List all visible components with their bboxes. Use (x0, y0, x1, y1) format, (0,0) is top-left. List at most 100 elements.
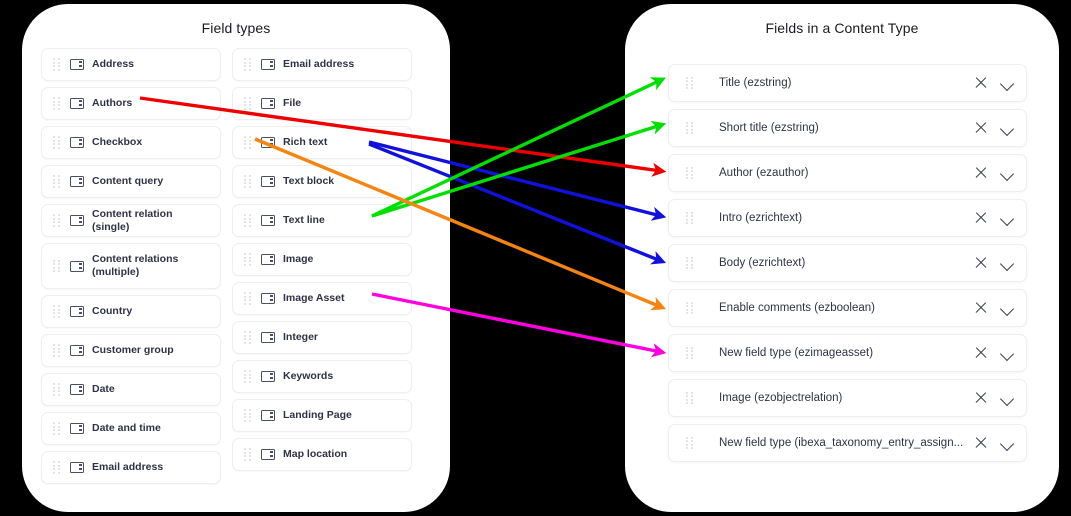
field-type-icon (261, 215, 275, 226)
chevron-down-icon[interactable] (1000, 76, 1014, 90)
drag-handle-icon[interactable] (53, 58, 61, 71)
close-icon[interactable] (974, 256, 988, 270)
chevron-down-icon[interactable] (1000, 256, 1014, 270)
field-type-icon (70, 260, 84, 272)
drag-handle-icon[interactable] (53, 259, 61, 273)
chevron-down-icon[interactable] (1000, 301, 1014, 315)
field-type-row[interactable]: Date and time (41, 412, 221, 445)
field-type-icon (261, 332, 275, 343)
drag-handle-icon[interactable] (686, 256, 694, 270)
drag-handle-icon[interactable] (686, 346, 694, 360)
drag-handle-icon[interactable] (53, 214, 61, 227)
field-type-row[interactable]: Email address (232, 48, 412, 81)
field-type-icon (261, 410, 275, 421)
content-type-field-row[interactable]: Body (ezrichtext) (668, 244, 1027, 282)
content-type-field-actions (974, 121, 1014, 135)
field-type-row[interactable]: Checkbox (41, 126, 221, 159)
field-type-row[interactable]: Email address (41, 451, 221, 484)
close-icon[interactable] (974, 121, 988, 135)
field-type-row[interactable]: Rich text (232, 126, 412, 159)
content-type-field-label: New field type (ibexa_taxonomy_entry_ass… (719, 437, 964, 449)
close-icon[interactable] (974, 301, 988, 315)
field-type-icon (261, 59, 275, 70)
content-type-field-label: Author (ezauthor) (719, 167, 809, 179)
field-type-row[interactable]: Image Asset (232, 282, 412, 315)
drag-handle-icon[interactable] (686, 166, 694, 180)
drag-handle-icon[interactable] (244, 370, 252, 383)
field-type-label: File (283, 97, 302, 109)
drag-handle-icon[interactable] (244, 448, 252, 461)
chevron-down-icon[interactable] (1000, 121, 1014, 135)
close-icon[interactable] (974, 391, 988, 405)
drag-handle-icon[interactable] (53, 175, 61, 188)
drag-handle-icon[interactable] (53, 97, 61, 110)
chevron-down-icon[interactable] (1000, 211, 1014, 225)
drag-handle-icon[interactable] (244, 97, 252, 110)
close-icon[interactable] (974, 166, 988, 180)
close-icon[interactable] (974, 211, 988, 225)
content-type-field-label: Intro (ezrichtext) (719, 212, 803, 224)
content-type-field-row[interactable]: Intro (ezrichtext) (668, 199, 1027, 237)
field-type-label: Email address (283, 58, 355, 70)
content-type-field-row[interactable]: New field type (ibexa_taxonomy_entry_ass… (668, 424, 1027, 462)
field-type-icon (70, 59, 84, 70)
chevron-down-icon[interactable] (1000, 346, 1014, 360)
field-type-row[interactable]: File (232, 87, 412, 120)
chevron-down-icon[interactable] (1000, 436, 1014, 450)
field-type-row[interactable]: Content relations (multiple) (41, 243, 221, 289)
field-type-row[interactable]: Content relation (single) (41, 204, 221, 237)
field-type-row[interactable]: Map location (232, 438, 412, 471)
drag-handle-icon[interactable] (244, 253, 252, 266)
drag-handle-icon[interactable] (53, 136, 61, 149)
field-type-row[interactable]: Address (41, 48, 221, 81)
close-icon[interactable] (974, 76, 988, 90)
drag-handle-icon[interactable] (244, 331, 252, 344)
drag-handle-icon[interactable] (686, 76, 694, 90)
content-type-field-actions (974, 346, 1014, 360)
content-type-field-row[interactable]: Enable comments (ezboolean) (668, 289, 1027, 327)
field-type-row[interactable]: Landing Page (232, 399, 412, 432)
drag-handle-icon[interactable] (686, 391, 694, 405)
drag-handle-icon[interactable] (53, 344, 61, 357)
drag-handle-icon[interactable] (244, 409, 252, 422)
content-type-field-row[interactable]: Short title (ezstring) (668, 109, 1027, 147)
field-type-row[interactable]: Text block (232, 165, 412, 198)
field-type-row[interactable]: Authors (41, 87, 221, 120)
field-type-label: Image (283, 253, 314, 265)
field-type-label: Date (92, 383, 115, 395)
field-type-row[interactable]: Content query (41, 165, 221, 198)
drag-handle-icon[interactable] (686, 436, 694, 450)
content-type-field-actions (974, 436, 1014, 450)
drag-handle-icon[interactable] (686, 301, 694, 315)
content-type-field-row[interactable]: Image (ezobjectrelation) (668, 379, 1027, 417)
drag-handle-icon[interactable] (244, 58, 252, 71)
chevron-down-icon[interactable] (1000, 166, 1014, 180)
field-type-row[interactable]: Country (41, 295, 221, 328)
content-type-field-label: Enable comments (ezboolean) (719, 302, 875, 314)
drag-handle-icon[interactable] (686, 211, 694, 225)
field-type-label: Checkbox (92, 136, 143, 148)
field-type-row[interactable]: Customer group (41, 334, 221, 367)
content-type-field-row[interactable]: New field type (ezimageasset) (668, 334, 1027, 372)
drag-handle-icon[interactable] (244, 136, 252, 149)
drag-handle-icon[interactable] (53, 461, 61, 474)
drag-handle-icon[interactable] (244, 175, 252, 188)
content-type-field-row[interactable]: Title (ezstring) (668, 64, 1027, 102)
field-type-row[interactable]: Image (232, 243, 412, 276)
chevron-down-icon[interactable] (1000, 391, 1014, 405)
drag-handle-icon[interactable] (244, 214, 252, 227)
content-type-field-actions (974, 166, 1014, 180)
drag-handle-icon[interactable] (686, 121, 694, 135)
drag-handle-icon[interactable] (244, 292, 252, 305)
field-type-row[interactable]: Text line (232, 204, 412, 237)
content-type-field-row[interactable]: Author (ezauthor) (668, 154, 1027, 192)
drag-handle-icon[interactable] (53, 422, 61, 435)
field-type-row[interactable]: Date (41, 373, 221, 406)
close-icon[interactable] (974, 346, 988, 360)
field-type-row[interactable]: Integer (232, 321, 412, 354)
drag-handle-icon[interactable] (53, 383, 61, 396)
close-icon[interactable] (974, 436, 988, 450)
field-type-row[interactable]: Keywords (232, 360, 412, 393)
drag-handle-icon[interactable] (53, 305, 61, 318)
